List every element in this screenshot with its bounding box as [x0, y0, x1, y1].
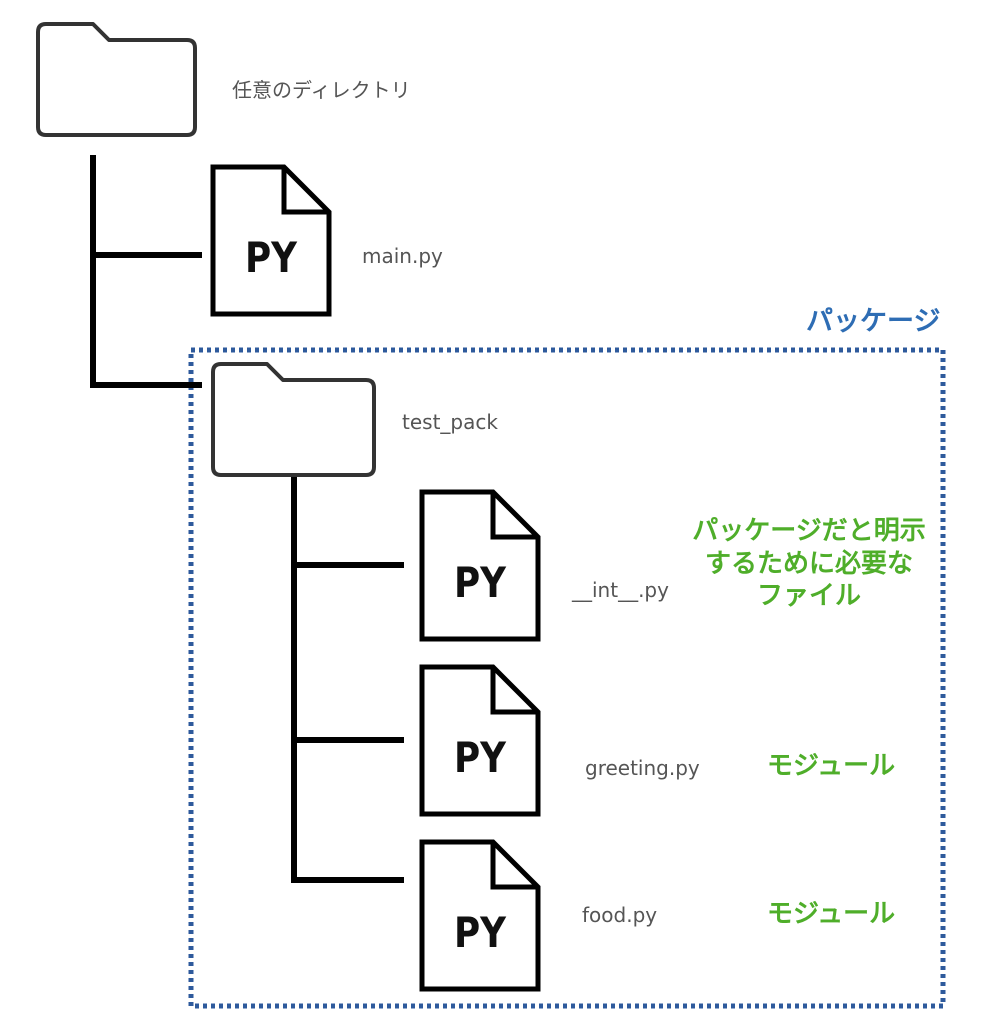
- food-note: モジュール: [767, 899, 896, 929]
- file-icon-text: PY: [245, 233, 297, 282]
- init-file-label: __int__.py: [572, 578, 669, 602]
- greeting-file-label: greeting.py: [585, 756, 700, 780]
- greeting-note: モジュール: [767, 751, 896, 781]
- root-folder-label: 任意のディレクトリ: [232, 78, 411, 102]
- package-boundary: [188, 347, 946, 1009]
- python-file-icon[interactable]: PY: [419, 839, 541, 992]
- tree-lines: [90, 155, 404, 883]
- python-file-icon[interactable]: PY: [419, 664, 541, 817]
- file-icon-text: PY: [454, 908, 506, 957]
- init-note: パッケージだと明示 するために必要な ファイル: [684, 515, 934, 613]
- init-note-line-3: ファイル: [756, 581, 861, 611]
- main-file-label: main.py: [362, 244, 443, 268]
- test-pack-folder-label: test_pack: [402, 410, 498, 434]
- file-icon-text: PY: [454, 558, 506, 607]
- food-file-label: food.py: [582, 903, 658, 927]
- init-note-line-1: パッケージだと明示: [692, 516, 926, 546]
- file-icon-text: PY: [454, 733, 506, 782]
- python-file-icon[interactable]: PY: [210, 164, 332, 317]
- init-note-line-2: するために必要な: [704, 548, 913, 579]
- python-file-icon[interactable]: PY: [419, 489, 541, 642]
- package-label: パッケージ: [806, 306, 941, 337]
- folder-icon[interactable]: [36, 22, 197, 137]
- folder-icon[interactable]: [211, 362, 376, 477]
